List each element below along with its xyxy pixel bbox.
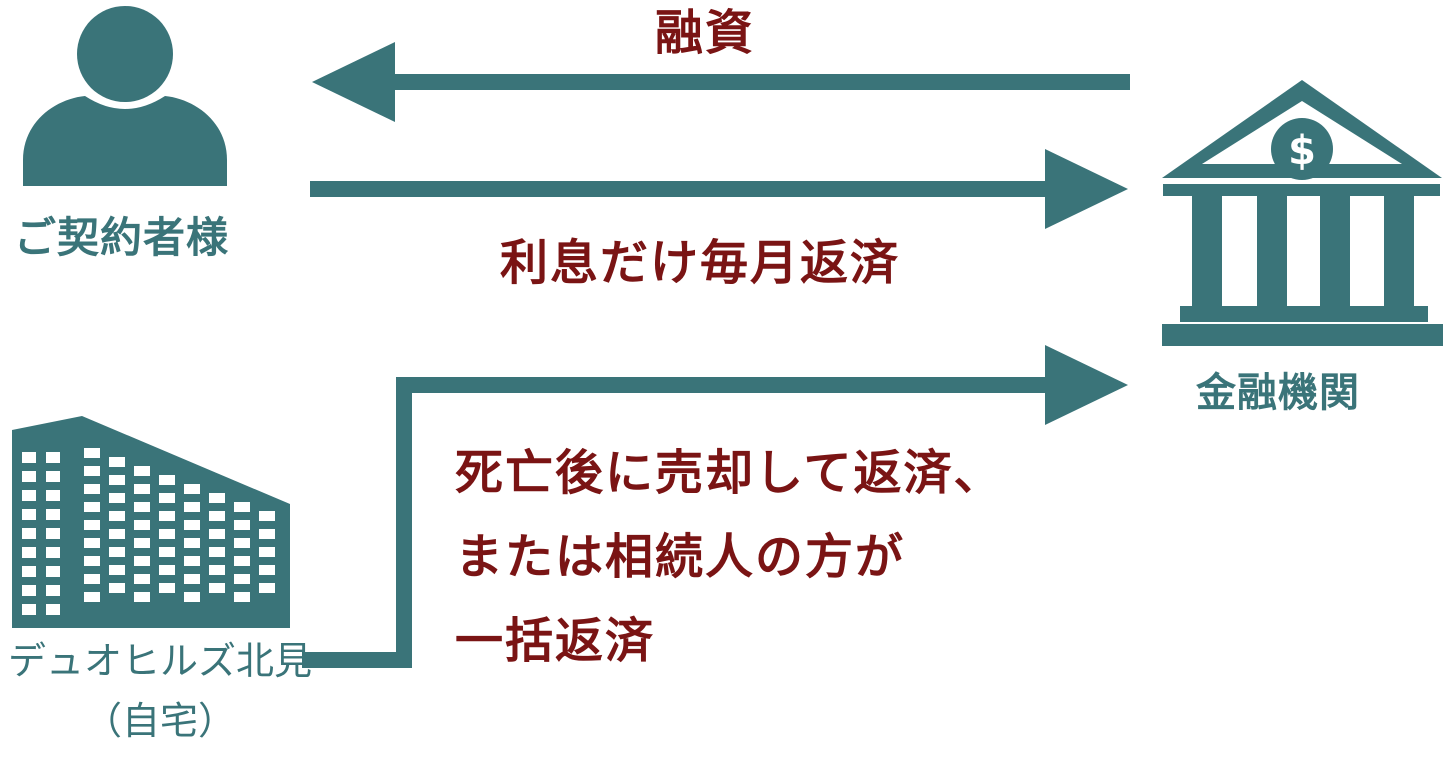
interest-label: 利息だけ毎月返済 <box>500 235 901 291</box>
window <box>84 592 100 602</box>
window <box>84 520 100 530</box>
window <box>109 547 125 557</box>
window <box>209 493 225 503</box>
window <box>46 528 60 539</box>
window <box>134 574 150 584</box>
window <box>109 583 125 593</box>
window <box>22 604 36 615</box>
window <box>134 538 150 548</box>
window <box>109 457 125 467</box>
window <box>184 502 200 512</box>
window <box>109 493 125 503</box>
building-windows <box>22 448 275 615</box>
window <box>259 511 275 521</box>
window <box>159 583 175 593</box>
house-label: デュオヒルズ北見 <box>7 639 312 683</box>
apartment-building-icon <box>12 416 290 628</box>
window <box>234 502 250 512</box>
interest-arrow <box>310 149 1128 229</box>
bank-icon: $ <box>1162 80 1443 346</box>
window <box>159 565 175 575</box>
repayment-label-line-1: 死亡後に売却して返済、 <box>455 445 1004 501</box>
window <box>134 484 150 494</box>
window <box>159 547 175 557</box>
window <box>22 585 36 596</box>
customer-label: ご契約者様 <box>14 213 230 262</box>
house-sublabel: （自宅） <box>83 699 236 743</box>
window <box>46 509 60 520</box>
window <box>22 547 36 558</box>
window <box>134 466 150 476</box>
window <box>109 529 125 539</box>
dollar-symbol: $ <box>1288 128 1316 174</box>
window <box>46 566 60 577</box>
window <box>109 565 125 575</box>
window <box>22 471 36 482</box>
window <box>134 556 150 566</box>
window <box>184 556 200 566</box>
window <box>84 502 100 512</box>
window <box>234 538 250 548</box>
window <box>22 509 36 520</box>
window <box>209 511 225 521</box>
window <box>184 520 200 530</box>
window <box>134 520 150 530</box>
window <box>259 565 275 575</box>
window <box>84 574 100 584</box>
window <box>209 529 225 539</box>
window <box>22 566 36 577</box>
window <box>184 538 200 548</box>
window <box>234 520 250 530</box>
repayment-label-line-3: 一括返済 <box>455 613 656 669</box>
window <box>84 448 100 458</box>
window <box>209 547 225 557</box>
window <box>159 475 175 485</box>
window <box>259 547 275 557</box>
window <box>84 466 100 476</box>
window <box>184 574 200 584</box>
window <box>46 604 60 615</box>
window <box>84 556 100 566</box>
window <box>134 592 150 602</box>
person-icon <box>23 6 227 186</box>
window <box>234 592 250 602</box>
window <box>109 511 125 521</box>
window <box>46 471 60 482</box>
window <box>22 452 36 463</box>
window <box>159 529 175 539</box>
window <box>134 502 150 512</box>
window <box>46 452 60 463</box>
loan-label: 融資 <box>655 5 756 61</box>
repayment-label-line-2: または相続人の方が <box>455 529 906 585</box>
window <box>234 556 250 566</box>
window <box>259 583 275 593</box>
loan-arrow <box>312 42 1130 122</box>
window <box>159 511 175 521</box>
window <box>84 484 100 494</box>
window <box>84 538 100 548</box>
window <box>209 565 225 575</box>
window <box>234 574 250 584</box>
window <box>46 547 60 558</box>
window <box>259 529 275 539</box>
window <box>159 493 175 503</box>
window <box>184 592 200 602</box>
window <box>22 528 36 539</box>
repayment-arrow <box>302 345 1128 668</box>
window <box>46 585 60 596</box>
window <box>46 490 60 501</box>
window <box>109 475 125 485</box>
bank-label: 金融機関 <box>1196 369 1360 416</box>
window <box>22 490 36 501</box>
window <box>209 583 225 593</box>
window <box>184 484 200 494</box>
